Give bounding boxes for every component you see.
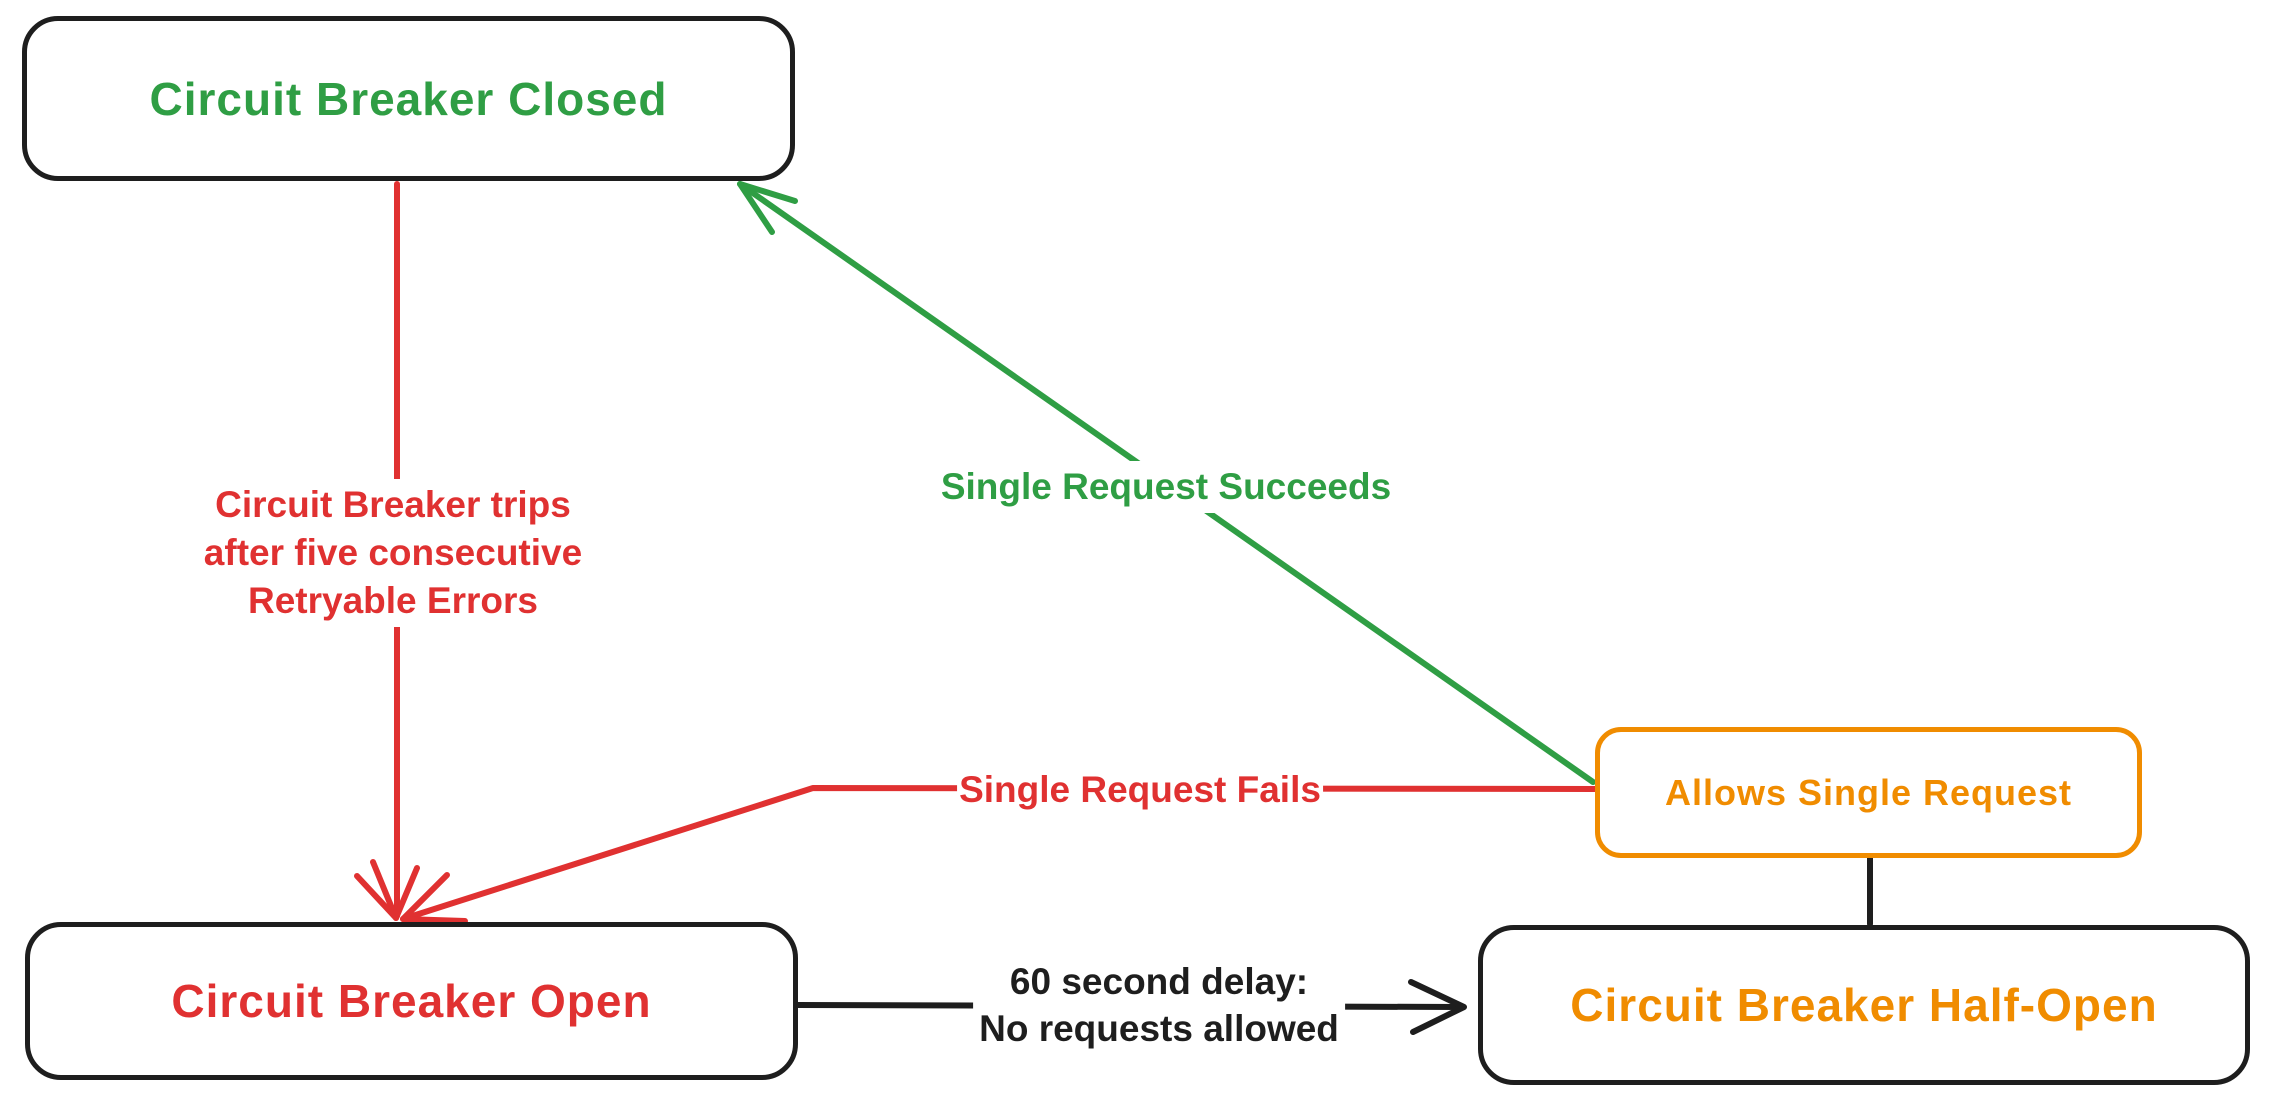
node-circuit-breaker-closed: Circuit Breaker Closed [22, 16, 795, 181]
node-circuit-breaker-closed-label: Circuit Breaker Closed [149, 72, 668, 125]
edge-label-trips-line1: Circuit Breaker trips [215, 484, 571, 525]
edge-label-fails: Single Request Fails [957, 764, 1323, 816]
edge-fails-line [400, 785, 1598, 922]
node-allows-single-request-label: Allows Single Request [1664, 771, 2073, 813]
edge-delay-arrowhead [1408, 979, 1467, 1035]
edge-label-delay: 60 second delay: No requests allowed [973, 956, 1345, 1054]
edge-fails-arrowhead [400, 872, 468, 924]
node-circuit-breaker-half-open: Circuit Breaker Half-Open [1478, 925, 2250, 1085]
edge-label-delay-line2: No requests allowed [979, 1008, 1339, 1049]
edge-label-delay-line1: 60 second delay: [1009, 961, 1309, 1002]
node-circuit-breaker-open-label: Circuit Breaker Open [171, 975, 652, 1027]
node-circuit-breaker-half-open-label: Circuit Breaker Half-Open [1570, 979, 2158, 1031]
edge-label-trips: Circuit Breaker trips after five consecu… [197, 479, 589, 627]
edge-label-trips-line3: Retryable Errors [248, 580, 538, 621]
edge-label-succeeds: Single Request Succeeds [934, 461, 1398, 513]
node-circuit-breaker-open: Circuit Breaker Open [25, 922, 798, 1080]
edge-succeeds-arrowhead [737, 181, 798, 235]
edge-label-trips-line2: after five consecutive [203, 532, 583, 573]
node-allows-single-request: Allows Single Request [1595, 727, 2142, 858]
edge-fails-arrow [400, 785, 1598, 924]
edge-trips-arrowhead-extra [354, 873, 399, 921]
